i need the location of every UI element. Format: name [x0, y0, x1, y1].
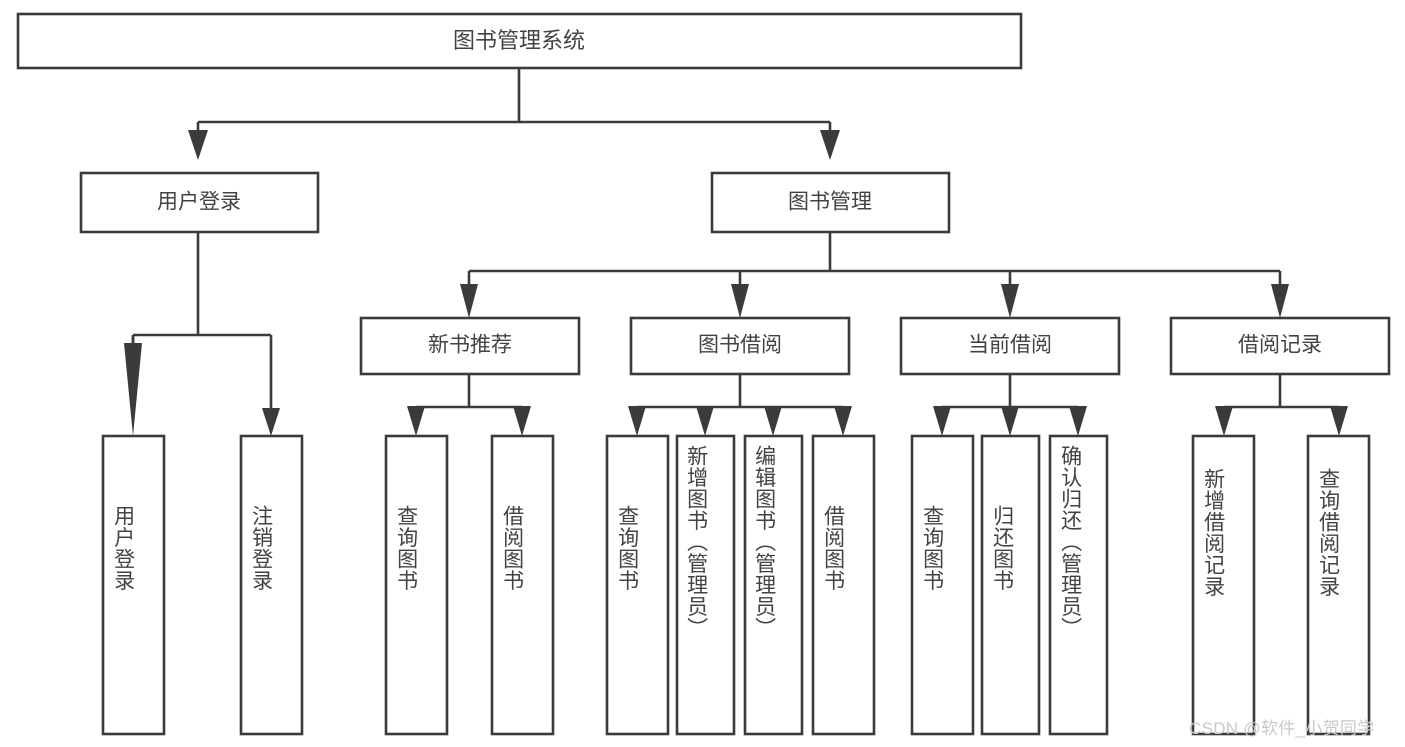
node-new-book-recommend-box[interactable] — [359, 316, 581, 376]
node-book-borrow-box[interactable] — [629, 316, 851, 376]
leaf-box-borrow-record-1[interactable] — [1191, 434, 1256, 736]
arrow-record-leaf-2 — [1330, 406, 1348, 436]
leaf-box-book-borrow-1[interactable] — [605, 434, 670, 736]
node-borrow-record-label: 借阅记录 — [1238, 334, 1322, 357]
edge-group-bookmanage-children — [460, 232, 1289, 318]
node-root[interactable]: 图书管理系统 — [16, 12, 1023, 70]
arrow-userlogin-to-leaf-2 — [262, 408, 280, 436]
node-current-borrow-label: 当前借阅 — [968, 334, 1052, 357]
node-borrow-record-box[interactable] — [1169, 316, 1391, 376]
arrow-current-leaf-3 — [1069, 406, 1087, 436]
node-book-borrow[interactable]: 图书借阅 — [629, 316, 851, 376]
arrow-root-to-user-login — [188, 130, 208, 160]
arrow-current-leaf-1 — [933, 406, 951, 436]
leaf-box-new-book-2[interactable] — [490, 434, 555, 736]
arrow-borrow-leaf-2 — [696, 406, 714, 436]
arrow-current-leaf-2 — [1001, 406, 1019, 436]
arrow-root-to-book-manage — [820, 130, 840, 160]
node-user-login-label: 用户登录 — [157, 191, 241, 214]
leaf-box-book-borrow-3[interactable] — [743, 434, 804, 736]
leaf-box-current-borrow-2[interactable] — [980, 434, 1041, 736]
arrow-borrow-leaf-3 — [764, 406, 782, 436]
edge-group-record-children — [1215, 374, 1348, 436]
leaf-box-new-book-1[interactable] — [384, 434, 449, 736]
leaf-box-current-borrow-1[interactable] — [910, 434, 975, 736]
leaf-box-current-borrow-3[interactable] — [1048, 434, 1109, 736]
node-book-manage-label: 图书管理 — [788, 191, 872, 214]
node-new-book-recommend-label: 新书推荐 — [428, 334, 512, 357]
leaf-box-book-borrow-4[interactable] — [811, 434, 876, 736]
node-current-borrow-box[interactable] — [899, 316, 1121, 376]
edge-group-borrow-children — [628, 374, 852, 436]
node-book-manage-box[interactable] — [710, 171, 951, 234]
arrow-newbook-leaf-2 — [513, 406, 531, 436]
edge-group-userlogin-children — [124, 232, 280, 436]
node-book-manage[interactable]: 图书管理 — [710, 171, 951, 234]
leaf-box-user-login-1[interactable] — [101, 434, 166, 736]
leaf-box-user-login-2[interactable] — [239, 434, 304, 736]
leaf-box-book-borrow-2[interactable] — [675, 434, 736, 736]
node-root-box[interactable] — [16, 12, 1023, 70]
arrow-bookmanage-to-newbook — [460, 284, 478, 318]
node-user-login-box[interactable] — [79, 171, 320, 234]
arrow-bookmanage-to-current — [1001, 284, 1019, 318]
arrow-borrow-leaf-1 — [628, 406, 646, 436]
node-new-book-recommend[interactable]: 新书推荐 — [359, 316, 581, 376]
node-borrow-record[interactable]: 借阅记录 — [1169, 316, 1391, 376]
edge-group-root-to-level2 — [188, 68, 840, 160]
node-book-borrow-label: 图书借阅 — [698, 334, 782, 357]
arrow-record-leaf-1 — [1215, 406, 1233, 436]
edge-group-current-children — [933, 374, 1087, 436]
arrow-newbook-leaf-1 — [407, 406, 425, 436]
node-current-borrow[interactable]: 当前借阅 — [899, 316, 1121, 376]
leaf-box-borrow-record-2[interactable] — [1306, 434, 1371, 736]
node-user-login[interactable]: 用户登录 — [79, 171, 320, 234]
csdn-watermark: CSDN @软件_小贺同学 — [1189, 719, 1375, 738]
arrow-borrow-leaf-4 — [834, 406, 852, 436]
arrow-bookmanage-to-borrow — [731, 284, 749, 318]
arrow-bookmanage-to-record — [1271, 284, 1289, 318]
node-root-label: 图书管理系统 — [453, 28, 585, 53]
edge-group-newbook-children — [407, 374, 531, 436]
